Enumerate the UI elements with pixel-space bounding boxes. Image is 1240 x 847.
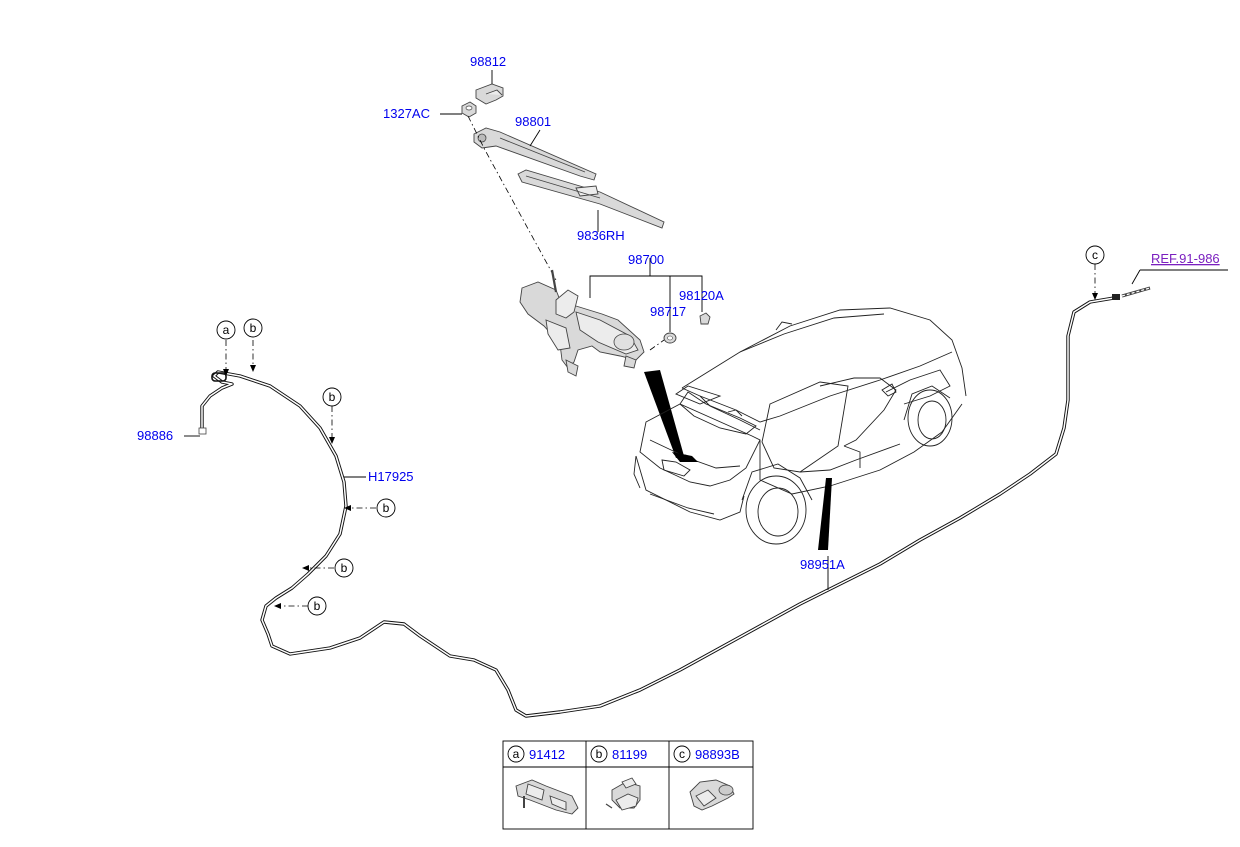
part-label-98120A[interactable]: 98120A — [679, 288, 724, 303]
svg-text:b: b — [250, 321, 257, 335]
legend-item-a[interactable]: a 91412 — [507, 745, 565, 763]
callout-b-5: b — [307, 596, 327, 616]
vehicle-outline — [633, 307, 967, 545]
leader-lines — [184, 70, 1228, 590]
assembly-axis-line — [467, 115, 557, 281]
svg-text:91412: 91412 — [529, 747, 565, 762]
motor-grommet — [649, 332, 677, 351]
svg-text:c: c — [679, 747, 685, 761]
callout-lines — [223, 264, 1098, 609]
legend-item-b[interactable]: b 81199 — [590, 745, 647, 763]
part-label-98886[interactable]: 98886 — [137, 428, 173, 443]
svg-text:b: b — [314, 599, 321, 613]
clip-81199-image — [605, 777, 641, 811]
svg-text:b: b — [329, 390, 336, 404]
wiper-motor — [519, 269, 645, 377]
hose-connector — [1112, 286, 1151, 300]
svg-text:98893B: 98893B — [695, 747, 740, 762]
part-label-98812[interactable]: 98812 — [470, 54, 506, 69]
svg-text:b: b — [341, 561, 348, 575]
motor-location-pointer — [644, 370, 684, 458]
callout-b-4: b — [334, 558, 354, 578]
svg-text:b: b — [383, 501, 390, 515]
washer-hose — [200, 296, 1116, 718]
motor-bolt — [699, 312, 711, 325]
wiper-arm-cap — [475, 83, 504, 105]
part-label-98951A[interactable]: 98951A — [800, 557, 845, 572]
svg-text:a: a — [223, 323, 230, 337]
svg-text:81199: 81199 — [612, 747, 647, 762]
hose-end-fitting — [198, 427, 207, 435]
rear-wiper-on-vehicle — [672, 452, 698, 462]
svg-text:a: a — [513, 747, 520, 761]
wiper-nut — [461, 101, 477, 118]
reference-link[interactable]: REF.91-986 — [1151, 251, 1220, 266]
svg-text:b: b — [596, 747, 603, 761]
callout-b-2: b — [322, 387, 342, 407]
wiper-blade — [517, 169, 665, 229]
callout-a-1: a — [216, 320, 236, 340]
callout-b-1: b — [243, 318, 263, 338]
part-label-98700[interactable]: 98700 — [628, 252, 664, 267]
callout-c-1: c — [1085, 245, 1105, 265]
part-label-1327AC[interactable]: 1327AC — [383, 106, 430, 121]
part-label-H17925[interactable]: H17925 — [368, 469, 414, 484]
part-label-9836RH[interactable]: 9836RH — [577, 228, 625, 243]
hose-location-pointer — [818, 478, 832, 550]
clip-91412-image — [515, 779, 579, 815]
hose-clip-a — [211, 372, 227, 382]
wiper-arm — [473, 127, 597, 181]
grommet-98893B-image — [689, 779, 735, 811]
part-label-98717[interactable]: 98717 — [650, 304, 686, 319]
callout-b-3: b — [376, 498, 396, 518]
legend-item-c[interactable]: c 98893B — [673, 745, 740, 763]
svg-text:c: c — [1092, 248, 1098, 262]
part-label-98801[interactable]: 98801 — [515, 114, 551, 129]
